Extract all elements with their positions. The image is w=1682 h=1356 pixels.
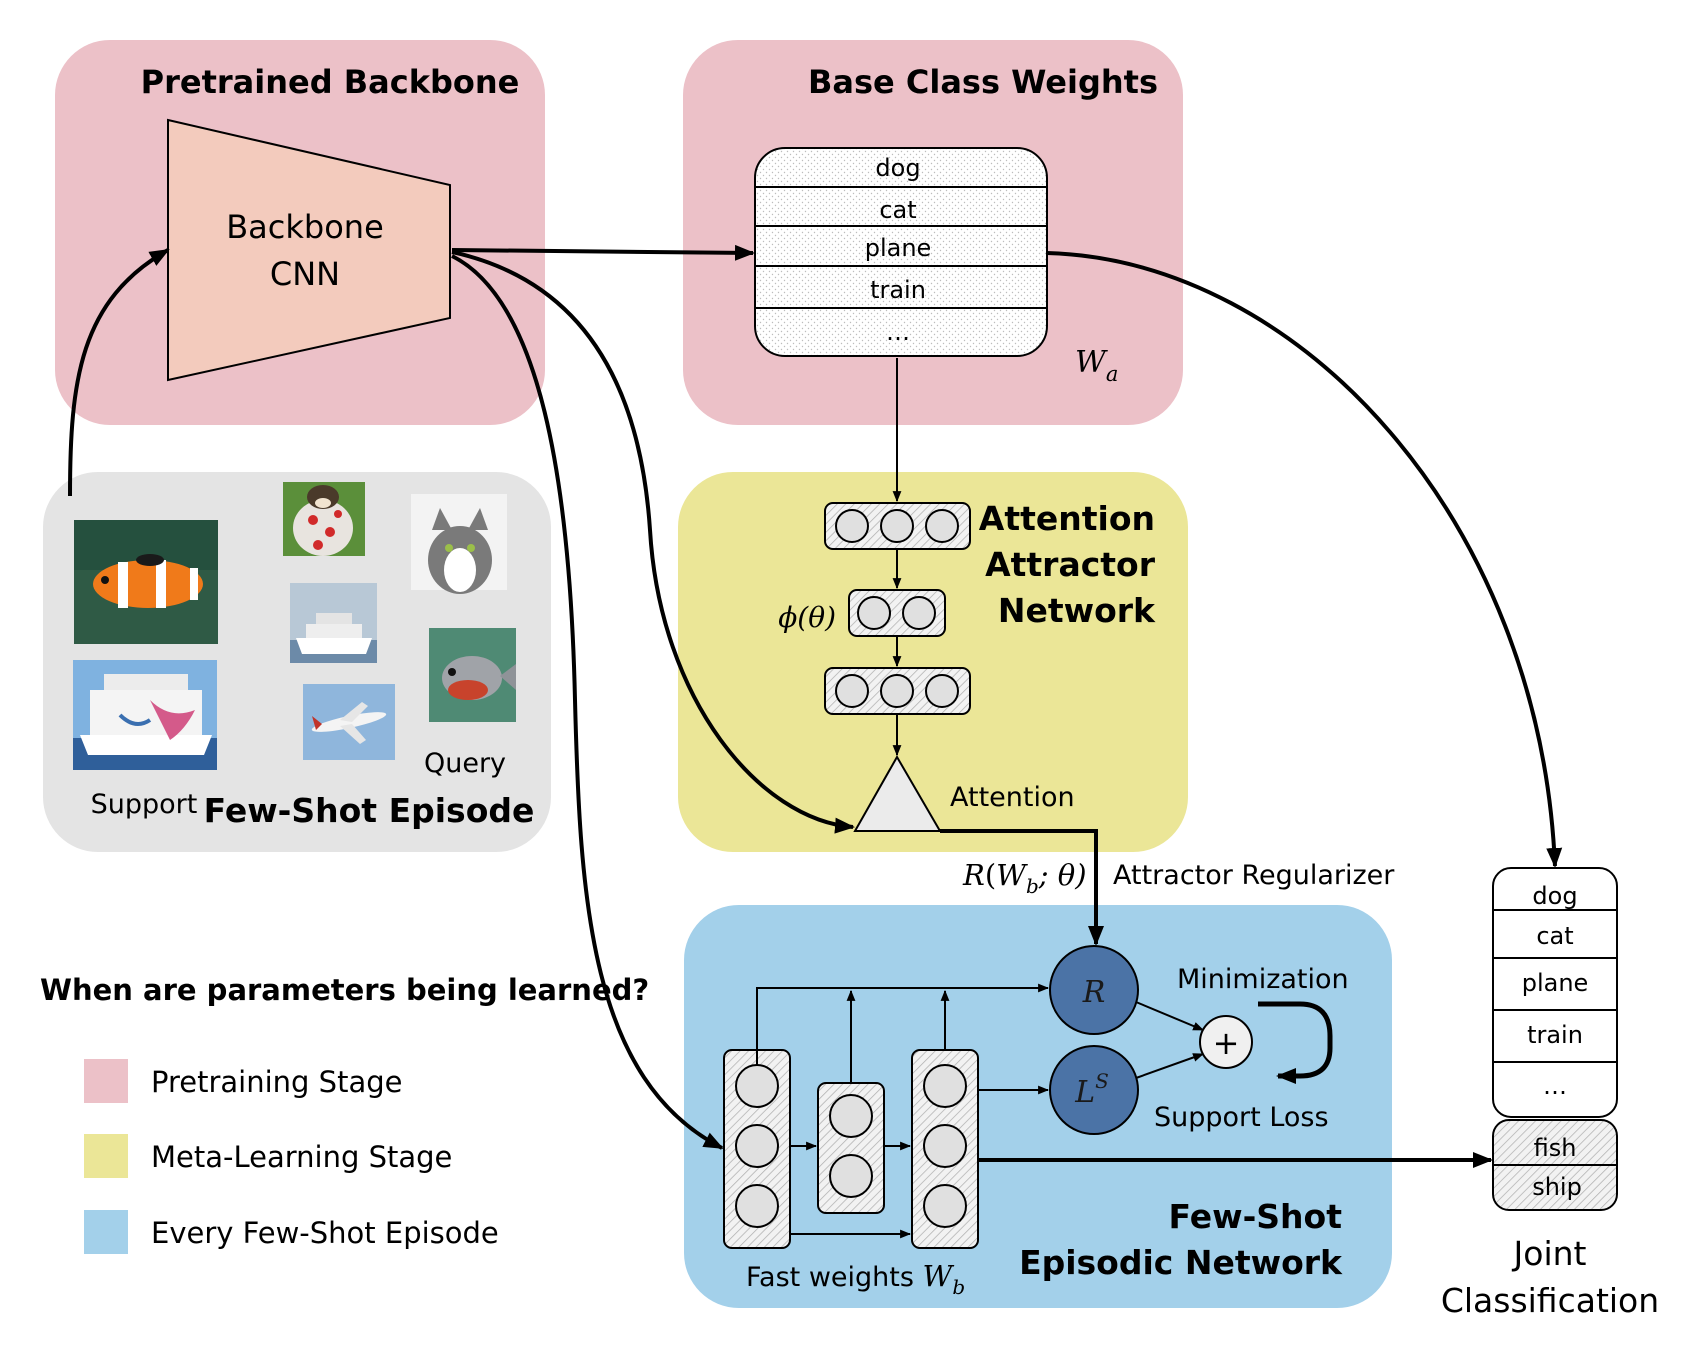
support-loss-node bbox=[1049, 1045, 1139, 1135]
attractor-regularizer-label: Attractor Regularizer bbox=[1113, 860, 1395, 891]
base-row-dog: dog bbox=[875, 154, 920, 182]
cat-image bbox=[411, 494, 507, 594]
query-label: Query bbox=[424, 748, 506, 779]
base-row-ellipsis: … bbox=[886, 318, 910, 346]
attention-attractor-title-1: Attention bbox=[979, 499, 1155, 538]
joint-classification-title-1: Joint bbox=[1512, 1234, 1587, 1273]
support-loss-label: Support Loss bbox=[1154, 1102, 1329, 1133]
arrow-episode-to-backbone bbox=[68, 248, 170, 497]
cruise-ship-image bbox=[290, 583, 377, 663]
base-row-cat: cat bbox=[879, 196, 916, 224]
support-loss-node-label: LS bbox=[1074, 1069, 1109, 1110]
episodic-network-title-1: Few-Shot bbox=[1169, 1197, 1343, 1236]
arrow-backbone-to-weights bbox=[451, 244, 755, 261]
fast-weights-label: Fast weights Wb bbox=[746, 1259, 965, 1299]
arrow-layer1-to-r bbox=[756, 983, 1050, 1065]
minimization-loop-arrow bbox=[1258, 1001, 1333, 1084]
attention-attractor-title-2: Attractor bbox=[985, 545, 1156, 584]
backbone-cnn-trapezoid bbox=[167, 118, 451, 382]
legend-swatch-meta-learning bbox=[84, 1134, 128, 1178]
attention-attractor-panel bbox=[678, 472, 1188, 852]
fast-weights-layer-2 bbox=[817, 1082, 885, 1214]
joint-row-dog: dog bbox=[1532, 882, 1577, 910]
joint-row-cat: cat bbox=[1536, 922, 1573, 950]
large-ship-image bbox=[73, 660, 217, 770]
arrow-r-to-sum bbox=[1135, 1001, 1205, 1031]
puppy-in-cup-image bbox=[283, 482, 365, 556]
attention-triangle bbox=[853, 754, 942, 832]
regularizer-formula: R(Wb; θ) bbox=[962, 858, 1087, 898]
legend-swatch-episode bbox=[84, 1210, 128, 1254]
joint-row-fish: fish bbox=[1534, 1134, 1577, 1162]
attractor-layer-top bbox=[824, 502, 971, 550]
regularizer-node-label: R bbox=[1082, 975, 1106, 1010]
backbone-label-1: Backbone bbox=[226, 208, 384, 246]
support-label: Support bbox=[91, 789, 198, 820]
sum-node bbox=[1199, 1015, 1253, 1069]
fast-weights-layer-1 bbox=[723, 1049, 791, 1249]
joint-row-ship: ship bbox=[1532, 1173, 1582, 1201]
fast-weights-layer-3 bbox=[911, 1049, 979, 1249]
attention-label: Attention bbox=[950, 782, 1075, 813]
arrow-backbone-to-attention bbox=[451, 250, 855, 834]
phi-theta-label: ϕ(θ) bbox=[778, 601, 836, 634]
joint-novel-table: fish ship bbox=[1492, 1119, 1618, 1211]
airplane-image bbox=[303, 684, 395, 760]
few-shot-episode-title: Few-Shot Episode bbox=[204, 791, 535, 830]
base-class-weights-title: Base Class Weights bbox=[808, 63, 1158, 101]
arrow-attention-to-r bbox=[940, 829, 1104, 946]
arrow-weights-to-joint bbox=[1046, 251, 1563, 868]
backbone-label-2: CNN bbox=[270, 255, 340, 293]
legend-label-meta-learning: Meta-Learning Stage bbox=[151, 1140, 452, 1174]
legend-swatch-pretraining bbox=[84, 1059, 128, 1103]
piranha-image bbox=[429, 628, 516, 722]
joint-row-plane: plane bbox=[1522, 969, 1589, 997]
base-row-plane: plane bbox=[865, 234, 932, 262]
wa-symbol: Wa bbox=[1075, 345, 1118, 386]
base-class-weights-table: dog cat plane train … bbox=[754, 147, 1048, 357]
joint-row-ellipsis: … bbox=[1543, 1072, 1567, 1100]
joint-base-table: dog cat plane train … bbox=[1492, 867, 1618, 1118]
joint-row-train: train bbox=[1527, 1021, 1583, 1049]
legend-label-pretraining: Pretraining Stage bbox=[151, 1065, 402, 1099]
attractor-layer-bottom bbox=[824, 667, 971, 715]
clownfish-image bbox=[74, 520, 218, 644]
sum-node-label: + bbox=[1213, 1024, 1240, 1062]
legend-label-episode: Every Few-Shot Episode bbox=[151, 1216, 499, 1250]
attractor-layer-middle bbox=[848, 589, 946, 637]
pretrained-backbone-title: Pretrained Backbone bbox=[141, 63, 520, 101]
minimization-label: Minimization bbox=[1177, 964, 1349, 995]
regularizer-node bbox=[1049, 945, 1139, 1035]
arrow-backbone-to-fast-weights bbox=[451, 254, 724, 1150]
arrow-l-to-sum bbox=[1135, 1053, 1205, 1079]
legend-question: When are parameters being learned? bbox=[40, 973, 649, 1007]
attention-attractor-title-3: Network bbox=[998, 591, 1156, 630]
episodic-network-title-2: Episodic Network bbox=[1019, 1243, 1343, 1282]
joint-classification-title-2: Classification bbox=[1441, 1281, 1659, 1320]
base-row-train: train bbox=[870, 276, 926, 304]
